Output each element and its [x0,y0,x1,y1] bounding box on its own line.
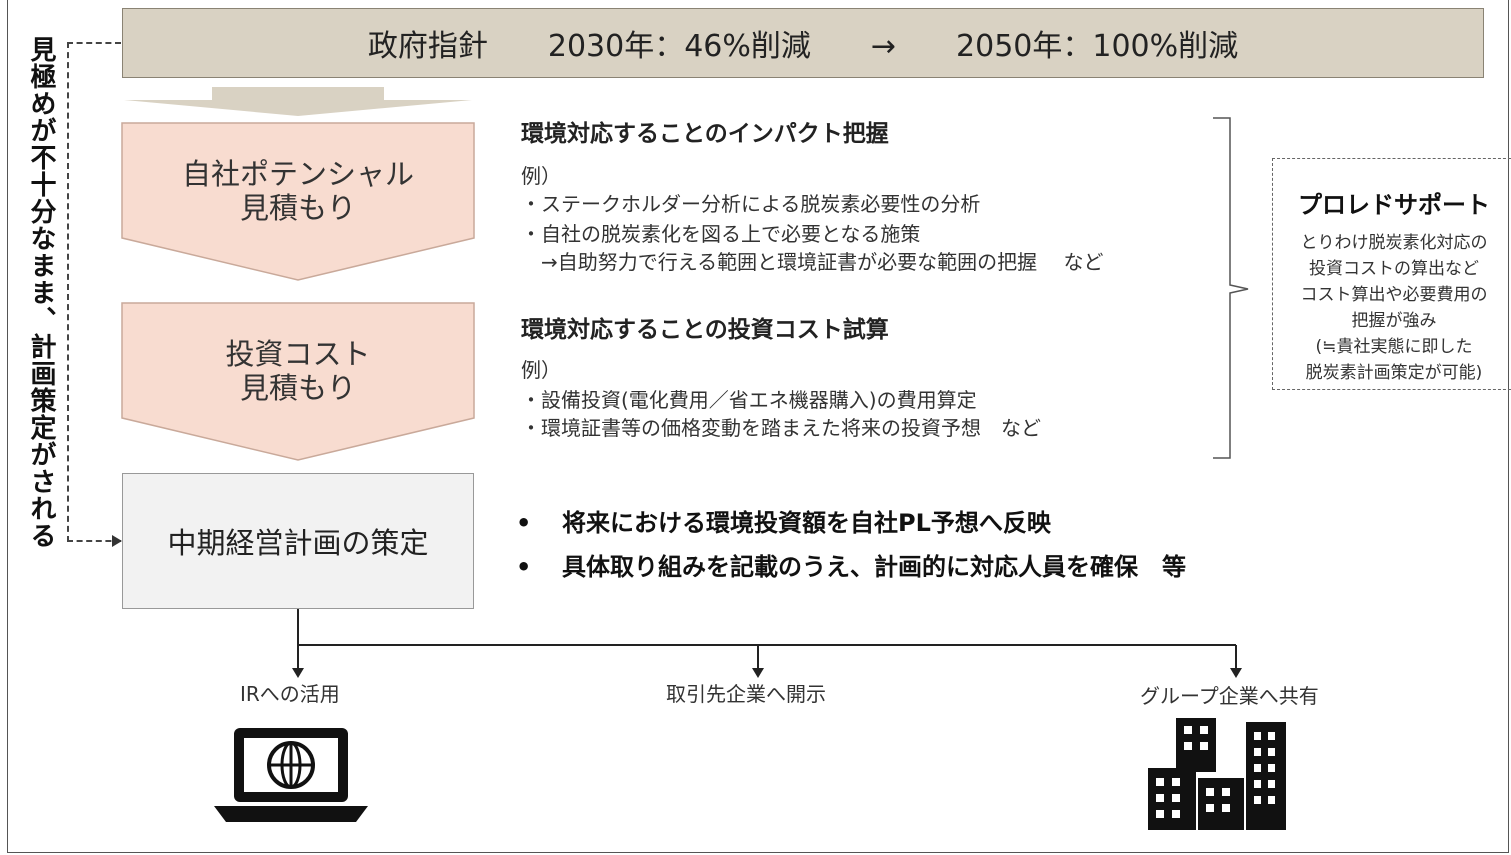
mid-term-plan-box: 中期経営計画の策定 [122,473,474,609]
step1-line1: 自社ポテンシャル [181,157,414,191]
step2-pentagon [121,302,475,461]
step2-line1: 投資コスト [225,337,371,371]
bullet-item: •具体取り組みを記載のうえ、計画的に対応人員を確保 等 [516,553,1186,581]
support-line: 投資コストの算出など [1309,259,1479,279]
support-line: (≒貴社実態に即した [1315,337,1473,357]
impact-title: 環境対応することのインパクト把握 [521,121,889,147]
right-brace [1213,117,1249,459]
arrow-group [1230,668,1242,678]
side-dashed-connector [67,42,121,542]
bullet-text: 将来における環境投資額を自社PL予想へ反映 [562,509,1051,537]
arrow-partners [752,668,764,678]
support-line: とりわけ脱炭素化対応の [1300,233,1488,253]
support-title: プロレドサポート [1298,191,1490,219]
dest-partners-label: 取引先企業へ開示 [666,682,826,706]
support-line: コスト算出や必要費用の [1300,285,1488,305]
step2-label: 投資コスト 見積もり [122,337,474,405]
impact-item: ・自社の脱炭素化を図る上で必要となる施策 [521,222,921,246]
cost-item: ・環境証書等の価格変動を踏まえた将来の投資予想 など [521,416,1041,440]
support-body: とりわけ脱炭素化対応の 投資コストの算出など コスト算出や必要費用の 把握が強み… [1273,230,1511,386]
tree-connector [297,609,1236,646]
cost-title: 環境対応することの投資コスト試算 [521,317,889,343]
dest-ir-label: IRへの活用 [240,682,340,706]
cost-example-label: 例） [521,358,561,382]
impact-item: ・ステークホルダー分析による脱炭素必要性の分析 [521,192,981,216]
step2-line2: 見積もり [239,371,356,405]
impact-item: →自助努力で行える範囲と環境証書が必要な範囲の把握 など [521,250,1104,274]
government-policy-banner: 政府指針 2030年：46%削減 → 2050年：100%削減 [122,8,1484,78]
buildings-icon [1148,718,1286,830]
side-arrowhead [112,535,122,547]
slide-frame [7,0,1509,853]
bullet-text: 具体取り組みを記載のうえ、計画的に対応人員を確保 等 [562,553,1186,581]
side-note: 見極めが不十分なまま、計画策定がされる [26,36,56,549]
prored-support-box: プロレドサポート とりわけ脱炭素化対応の 投資コストの算出など コスト算出や必要… [1272,158,1511,390]
bullet-item: •将来における環境投資額を自社PL予想へ反映 [516,509,1051,537]
arrow-ir [292,668,304,678]
step1-pentagon [121,122,475,281]
step1-label: 自社ポテンシャル 見積もり [122,157,474,225]
banner-down-arrow [124,87,472,116]
support-line: 脱炭素計画策定が可能) [1305,363,1483,383]
impact-example-label: 例） [521,164,561,188]
dest-group-label: グループ企業へ共有 [1140,684,1319,708]
laptop-globe-icon [214,728,368,822]
support-line: 把握が強み [1351,311,1437,331]
step1-line2: 見積もり [239,191,356,225]
cost-item: ・設備投資(電化費用／省エネ機器購入)の費用算定 [521,388,977,412]
